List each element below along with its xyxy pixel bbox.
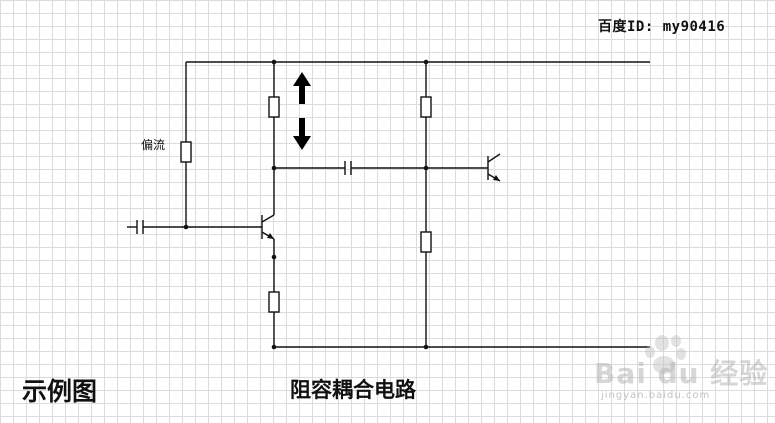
transistor-2-emitter-arrow xyxy=(493,175,500,181)
diagram-title: 阻容耦合电路 xyxy=(290,377,416,402)
author-credit: 百度ID: my90416 xyxy=(598,19,726,35)
watermark-brand: Bai du 经验 xyxy=(594,357,769,390)
arrow-down-icon xyxy=(293,118,311,150)
example-label: 示例图 xyxy=(22,377,98,406)
watermark-url: jingyan.baidu.com xyxy=(601,390,711,401)
junction-dot xyxy=(423,344,429,350)
transistor-1-emitter-arrow xyxy=(267,233,274,239)
junction-dot xyxy=(183,224,189,230)
transistor-1-collector xyxy=(261,214,275,223)
emitter-resistor xyxy=(268,291,280,313)
junction-dot xyxy=(423,165,429,171)
collector-resistor xyxy=(268,96,280,118)
junction-dot xyxy=(271,254,277,260)
bias-resistor xyxy=(180,141,192,163)
arrow-up-icon xyxy=(293,72,311,104)
divider-resistor-lower xyxy=(420,231,432,253)
junction-dot xyxy=(271,59,277,65)
junction-dot xyxy=(423,59,429,65)
junction-dot xyxy=(271,344,277,350)
transistor-2-collector xyxy=(487,153,501,163)
baidu-paw-icon xyxy=(645,335,686,374)
divider-resistor-upper xyxy=(420,96,432,118)
junction-dot xyxy=(271,165,277,171)
bias-label: 偏流 xyxy=(141,138,166,152)
